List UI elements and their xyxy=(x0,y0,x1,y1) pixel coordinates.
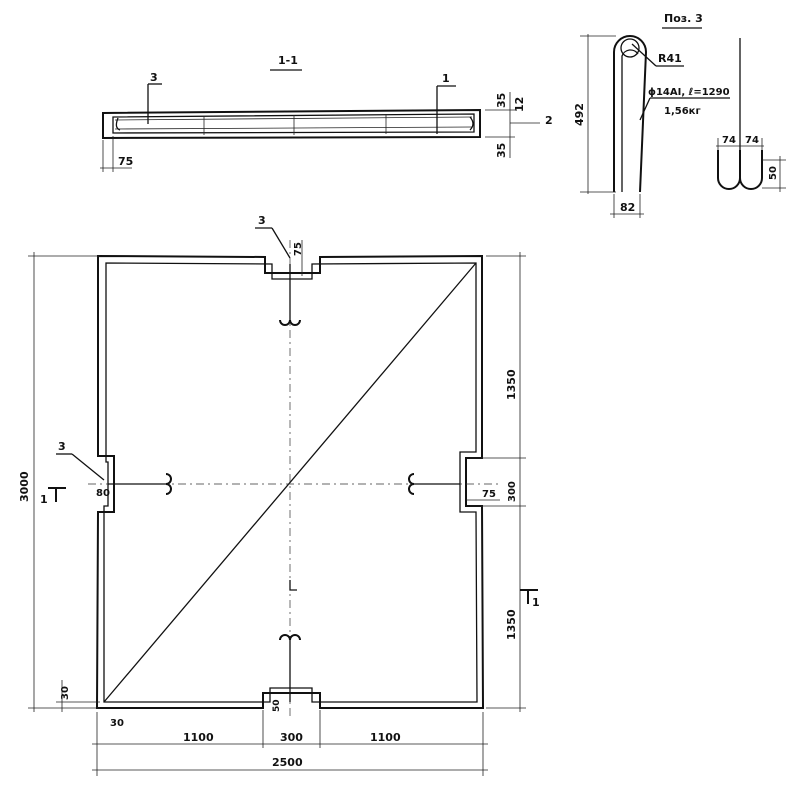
section-pos-1: 1 xyxy=(442,72,450,85)
plan-corner-v: 30 xyxy=(60,686,71,700)
plan-span-right: 1100 xyxy=(370,731,401,744)
plan-outline xyxy=(95,254,485,709)
detail-bend-circle xyxy=(620,38,640,58)
plan-width-total: 2500 xyxy=(272,756,303,769)
section-rebar-bottom xyxy=(114,126,473,130)
plan-center-mark xyxy=(289,580,297,591)
plan-span-left: 1100 xyxy=(183,731,214,744)
plan-height-total: 3000 xyxy=(18,471,31,502)
section-dim-12: 12 xyxy=(513,97,526,112)
plan-notch-bottom: 50 xyxy=(272,699,282,712)
plan-lower-half: 1350 xyxy=(505,609,518,640)
plan-view: 3 3 75 80 75 50 3000 1350 300 1350 30 30 xyxy=(18,214,540,776)
section-rebar-top xyxy=(114,116,473,121)
detail-loop-left xyxy=(717,150,741,190)
section-title: 1-1 xyxy=(278,54,298,67)
plan-notch-size: 300 xyxy=(507,481,518,502)
plan-notch-left: 80 xyxy=(96,488,110,499)
section-dim-75: 75 xyxy=(118,155,133,168)
plan-span-mid: 300 xyxy=(280,731,303,744)
detail-spacing-a: 74 xyxy=(722,135,736,146)
plan-cut-right: 1 xyxy=(532,596,540,609)
section-dim-35-top: 35 xyxy=(495,93,508,108)
detail-spacing-b: 74 xyxy=(745,135,759,146)
detail-depth: 50 xyxy=(768,166,779,180)
plan-upper-half: 1350 xyxy=(505,369,518,400)
detail-bar-inner xyxy=(621,49,639,192)
plan-cut-left: 1 xyxy=(40,493,48,506)
detail-pos-3: Поз. 3 R41 ϕ14AI, ℓ=1290 1,56кг 492 82 7 xyxy=(573,12,786,218)
section-slab-inner xyxy=(112,113,475,134)
detail-loop-right xyxy=(739,150,763,190)
detail-width: 82 xyxy=(620,201,635,214)
detail-height: 492 xyxy=(573,103,586,126)
section-dim-35-bottom: 35 xyxy=(495,143,508,158)
plan-pos-3-top: 3 xyxy=(258,214,266,227)
detail-radius: R41 xyxy=(658,52,682,65)
detail-bar-hook xyxy=(613,35,648,193)
detail-mass: 1,56кг xyxy=(664,106,701,117)
section-1-1: 1-1 3 1 75 35 12 2 35 xyxy=(100,54,553,172)
detail-spec: ϕ14AI, ℓ=1290 xyxy=(648,87,730,98)
section-slab-outline xyxy=(102,108,481,140)
section-dim-2: 2 xyxy=(545,114,553,127)
plan-inner-outline xyxy=(103,262,478,703)
plan-corner-h: 30 xyxy=(110,718,124,729)
plan-loop-bottom xyxy=(279,634,301,641)
section-hook-right xyxy=(469,116,474,131)
detail-title: Поз. 3 xyxy=(664,12,703,25)
plan-diagonal xyxy=(103,262,477,703)
plan-pos-3-left: 3 xyxy=(58,440,66,453)
section-pos-3: 3 xyxy=(150,71,158,84)
plan-notch-right: 75 xyxy=(482,489,496,500)
section-hook-left xyxy=(115,117,121,131)
plan-notch-top: 75 xyxy=(293,242,304,256)
